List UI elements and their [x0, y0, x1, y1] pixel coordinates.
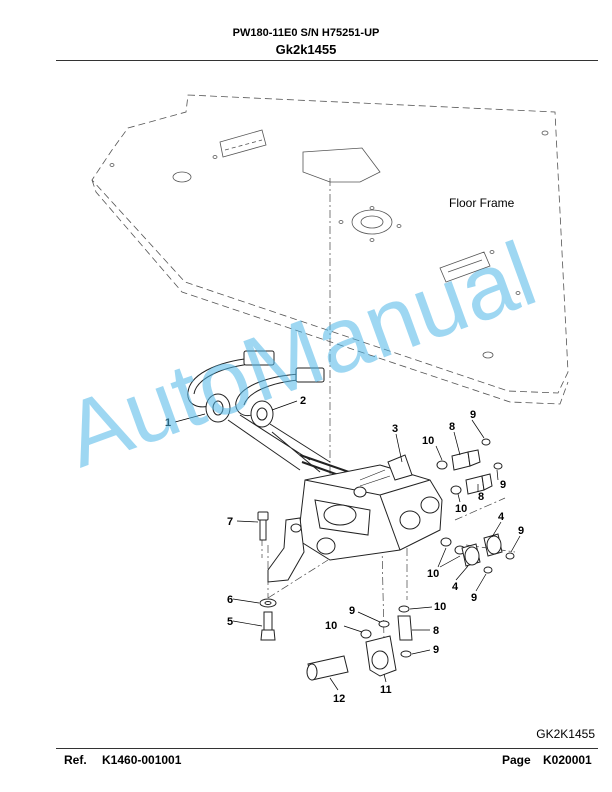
callout-8c: 8: [433, 625, 439, 637]
callout-7: 7: [227, 516, 233, 528]
ref-label: Ref.: [64, 753, 87, 767]
callout-9f: 9: [433, 644, 439, 656]
group-code-title: Gk2k1455: [275, 42, 337, 57]
callout-9c: 9: [518, 525, 524, 537]
floor-frame-outline: [91, 94, 569, 405]
floor-frame-details: [109, 129, 549, 359]
adapter-8a: [451, 451, 471, 471]
figure-code: GK2K1455: [536, 727, 595, 741]
connector-plug-1: [243, 350, 275, 366]
wire-harness: [187, 350, 396, 496]
seal-ring-10a: [436, 460, 448, 470]
header-rule: [56, 60, 598, 61]
callout-10d: 10: [325, 620, 337, 632]
ref-value: K1460-001001: [102, 753, 182, 767]
callout-4a: 4: [498, 511, 505, 523]
o-ring-9f: [400, 650, 412, 658]
seal-ring-10e: [360, 629, 372, 639]
callout-10c: 10: [427, 568, 439, 580]
callout-3: 3: [392, 423, 398, 435]
callout-9a: 9: [470, 409, 476, 421]
callout-10b: 10: [455, 503, 467, 515]
washer-10: [398, 605, 410, 613]
callouts: 1 2 3 10 8 9 9 8 10 4 9 10 4 9 7 6 5 9 1…: [165, 395, 524, 705]
callout-10a: 10: [422, 435, 434, 447]
o-ring-9b: [493, 462, 503, 470]
footer-rule: [56, 748, 598, 749]
o-ring-9e: [378, 620, 390, 628]
callout-8b: 8: [478, 491, 484, 503]
o-ring-9a: [481, 438, 491, 446]
model-serial-title: PW180-11E0 S/N H75251-UP: [232, 27, 380, 39]
callout-9d: 9: [471, 592, 477, 604]
callout-11: 11: [380, 684, 392, 696]
o-ring-9c: [505, 552, 515, 560]
switch-2: [250, 400, 274, 428]
callout-9b: 9: [500, 479, 506, 491]
callout-5: 5: [227, 616, 233, 628]
callout-4b: 4: [452, 581, 459, 593]
callout-9e: 9: [349, 605, 355, 617]
callout-6: 6: [227, 594, 233, 606]
callout-8a: 8: [449, 421, 455, 433]
connector-plug-2: [295, 367, 325, 383]
callout-12: 12: [333, 693, 345, 705]
bolt-5: [260, 611, 276, 641]
o-ring-9d: [483, 566, 493, 574]
right-fittings: [436, 438, 515, 574]
page-value: K020001: [543, 753, 592, 767]
page-label: Page: [502, 753, 531, 767]
watermark: AutoManual: [52, 223, 548, 487]
bolt-7: [257, 511, 269, 541]
floor-frame-label: Floor Frame: [449, 196, 515, 210]
adapter-8c: [397, 615, 413, 641]
mounting-bracket: [267, 517, 305, 583]
seal-ring-10c: [440, 537, 452, 547]
bottom-fittings: [306, 605, 413, 681]
leader-lines: [174, 400, 521, 691]
callout-1: 1: [165, 417, 171, 429]
callout-10e: 10: [434, 601, 446, 613]
seal-ring-10b: [450, 485, 462, 495]
callout-2: 2: [300, 395, 306, 407]
switch-1: [205, 393, 231, 423]
washer-6: [259, 598, 277, 608]
valve-assembly: [297, 454, 443, 561]
